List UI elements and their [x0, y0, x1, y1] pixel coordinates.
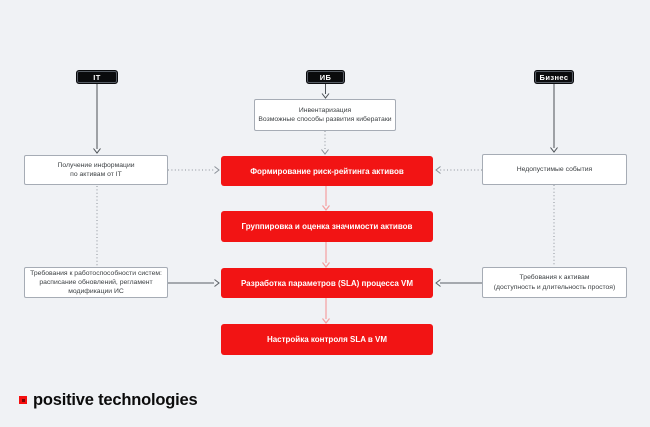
- node-business-events-label: Недопустимые события: [516, 165, 593, 173]
- brand-logo-icon-inner: [21, 398, 25, 402]
- node-business-requirements: Требования к активам (доступность и длит…: [482, 267, 627, 298]
- node-it-requirements-line2: расписание обновлений, регламент: [39, 279, 153, 286]
- step-risk-rating: Формирование риск-рейтинга активов: [221, 156, 433, 186]
- node-business-events: Недопустимые события: [482, 154, 627, 185]
- node-business-requirements-line2: (доступность и длительность простоя): [493, 283, 616, 291]
- connector-step3-to-step4: [322, 298, 330, 324]
- node-it-requirements-line3: модификации ИС: [68, 288, 124, 295]
- lane-header-ib: ИБ: [306, 70, 345, 84]
- connector-inventory-to-step1: [321, 131, 329, 155]
- connector-events-to-step1: [435, 166, 482, 174]
- brand-logo-icon: [19, 396, 27, 404]
- node-it-info: Получение информации по активам от IT: [24, 155, 168, 185]
- connector-it-requirements-to-step3: [168, 279, 220, 287]
- step-grouping-assessment: Группировка и оценка значимости активов: [221, 211, 433, 242]
- node-business-requirements-line1: Требования к активам: [519, 274, 590, 281]
- connector-ib-to-inventory: [321, 83, 330, 99]
- lane-header-it: IT: [76, 70, 118, 84]
- node-it-requirements-line1: Требования к работоспособности систем:: [30, 270, 162, 277]
- node-inventory-line1: Инвентаризация: [298, 106, 352, 114]
- connector-it-to-info: [93, 84, 101, 154]
- connector-info-to-step1: [168, 166, 220, 174]
- connector-business-requirements-to-step3: [435, 279, 482, 287]
- node-it-info-line2: по активам от IT: [70, 171, 122, 178]
- node-it-requirements: Требования к работоспособности систем: р…: [24, 267, 168, 298]
- node-inventory-line2: Возможные способы развития кибератаки: [258, 116, 392, 123]
- node-it-info-line1: Получение информации: [57, 161, 135, 169]
- connector-business-to-events: [550, 83, 558, 153]
- connector-step1-to-step2: [322, 186, 330, 211]
- brand-wordmark: positive technologies: [33, 390, 198, 409]
- step-sla-parameters: Разработка параметров (SLA) процесса VM: [221, 268, 433, 298]
- connector-step2-to-step3: [322, 242, 330, 268]
- lane-header-business: Бизнес: [534, 70, 574, 84]
- node-inventory: Инвентаризация Возможные способы развити…: [254, 99, 396, 131]
- brand-logo: positive technologies: [19, 390, 198, 410]
- step-sla-control: Настройка контроля SLA в VM: [221, 324, 433, 355]
